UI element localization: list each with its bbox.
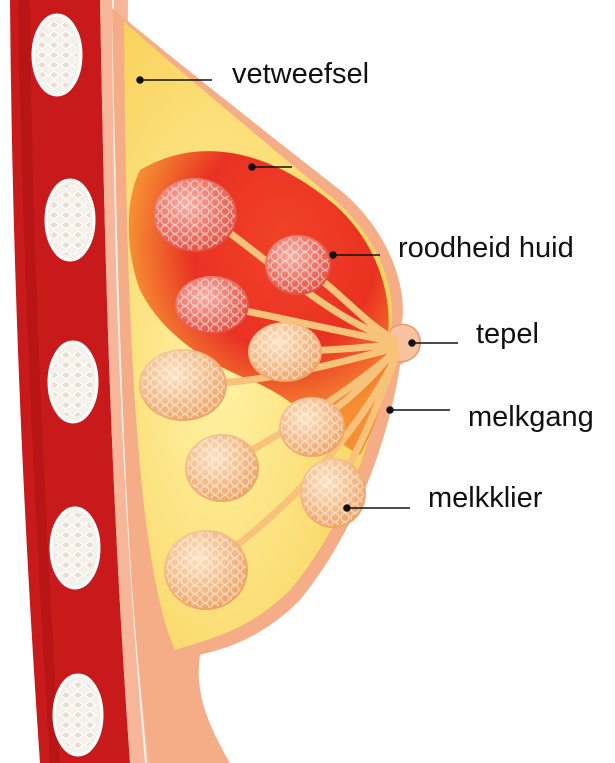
milk-gland bbox=[300, 458, 366, 528]
rib-oval bbox=[33, 15, 81, 95]
rib-oval bbox=[54, 675, 102, 755]
label-fat-tissue: vetweefsel bbox=[232, 60, 369, 89]
milk-gland bbox=[164, 530, 248, 610]
milk-gland bbox=[153, 178, 237, 252]
label-nipple: tepel bbox=[476, 320, 539, 349]
rib-oval bbox=[46, 180, 94, 260]
label-milk-duct: melkgang bbox=[468, 403, 594, 432]
label-milk-gland: melkklier bbox=[428, 484, 542, 513]
milk-gland bbox=[185, 434, 259, 502]
leader-melkgang bbox=[387, 407, 450, 413]
rib-oval bbox=[49, 342, 97, 422]
label-skin-redness: roodheid huid bbox=[398, 234, 574, 263]
milk-gland bbox=[175, 276, 249, 334]
milk-gland bbox=[279, 397, 345, 457]
milk-gland bbox=[139, 349, 227, 421]
milk-gland bbox=[265, 235, 331, 295]
milk-gland bbox=[248, 322, 322, 382]
rib-oval bbox=[51, 508, 99, 588]
